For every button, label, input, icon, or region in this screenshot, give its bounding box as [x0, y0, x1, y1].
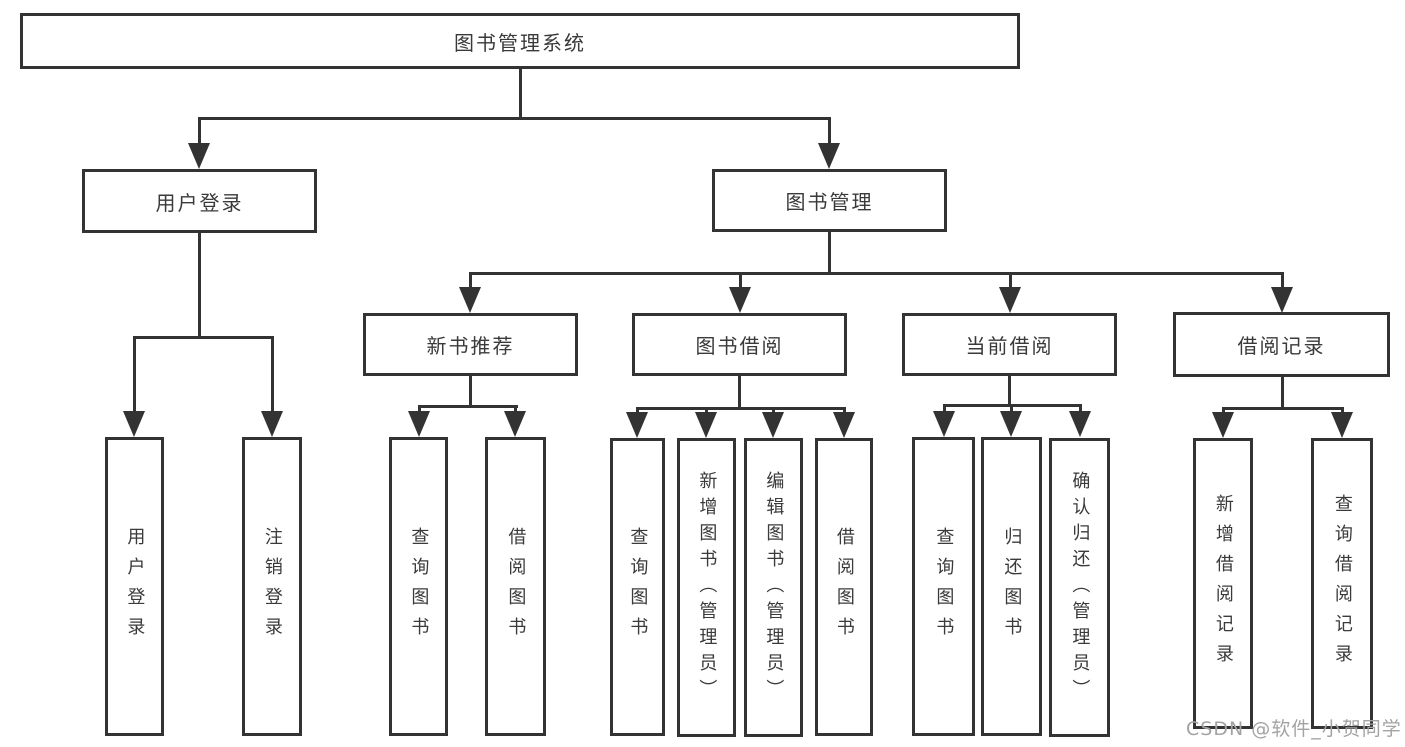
- connector-line: [738, 376, 741, 409]
- node-label: 借阅记录: [1237, 334, 1326, 358]
- connector-line: [514, 408, 517, 413]
- connector-line: [1079, 407, 1082, 413]
- leaf-logout: 注销登录: [242, 437, 302, 736]
- leaf-query-borrow-record: 查询借阅记录: [1311, 438, 1373, 729]
- connector-line: [1009, 275, 1012, 289]
- node-label: 新增借阅记录: [1212, 493, 1234, 674]
- node-label: 查询借阅记录: [1331, 493, 1353, 674]
- connector-line: [469, 376, 472, 407]
- arrow-down-icon: [459, 287, 481, 313]
- connector-line: [418, 408, 421, 413]
- connector-line: [198, 233, 201, 337]
- leaf-add-borrow-record: 新增借阅记录: [1193, 438, 1253, 729]
- node-label: 查询图书: [408, 526, 430, 647]
- arrow-down-icon: [1069, 411, 1091, 437]
- node-library-management-system: 图书管理系统: [20, 13, 1020, 69]
- leaf-query-books-borrow: 查询图书: [610, 438, 665, 736]
- arrow-down-icon: [999, 287, 1021, 313]
- connector-line: [828, 232, 831, 274]
- node-label: 图书管理系统: [454, 30, 586, 55]
- arrow-down-icon: [188, 143, 210, 169]
- leaf-return-book: 归还图书: [981, 437, 1042, 736]
- leaf-borrow-books-recommend: 借阅图书: [485, 437, 546, 736]
- node-label: 图书管理: [785, 190, 874, 214]
- connector-line: [133, 336, 274, 339]
- connector-line: [828, 120, 831, 145]
- connector-line: [1281, 275, 1284, 289]
- arrow-down-icon: [695, 412, 717, 438]
- node-label: 确认归还（管理员）: [1069, 470, 1091, 705]
- arrow-down-icon: [833, 412, 855, 438]
- arrow-down-icon: [123, 411, 145, 437]
- node-label: 当前借阅: [965, 334, 1054, 358]
- leaf-confirm-return-admin: 确认归还（管理员）: [1049, 438, 1110, 737]
- connector-line: [469, 275, 472, 289]
- connector-line: [271, 339, 274, 412]
- node-label: 注销登录: [261, 526, 283, 647]
- node-label: 借阅图书: [505, 526, 527, 647]
- connector-line: [1010, 407, 1013, 413]
- arrow-down-icon: [626, 412, 648, 438]
- connector-line: [636, 407, 846, 410]
- arrow-down-icon: [762, 412, 784, 438]
- connector-line: [943, 404, 1082, 407]
- arrow-down-icon: [818, 143, 840, 169]
- leaf-borrow-books-2: 借阅图书: [815, 438, 873, 736]
- node-book-borrow: 图书借阅: [632, 313, 847, 376]
- node-label: 新增图书（管理员）: [696, 470, 718, 705]
- node-label: 用户登录: [124, 526, 146, 647]
- connector-line: [133, 339, 136, 412]
- arrow-down-icon: [261, 411, 283, 437]
- node-borrow-records: 借阅记录: [1173, 312, 1390, 377]
- node-current-borrow: 当前借阅: [902, 313, 1117, 376]
- node-label: 新书推荐: [426, 334, 515, 358]
- node-user-login: 用户登录: [82, 169, 317, 233]
- node-new-book-recommend: 新书推荐: [363, 313, 578, 376]
- leaf-query-books-recommend: 查询图书: [389, 437, 448, 736]
- csdn-watermark: CSDN @软件_小贺同学: [1186, 718, 1402, 740]
- connector-line: [1222, 407, 1344, 410]
- connector-line: [1281, 377, 1284, 409]
- node-label: 编辑图书（管理员）: [763, 470, 785, 705]
- node-book-management: 图书管理: [712, 169, 947, 232]
- connector-line: [198, 117, 831, 120]
- node-label: 图书借阅: [695, 334, 784, 358]
- arrow-down-icon: [1000, 411, 1022, 437]
- connector-line: [418, 405, 518, 408]
- node-label: 查询图书: [627, 527, 649, 647]
- arrow-down-icon: [504, 411, 526, 437]
- connector-line: [1008, 376, 1011, 406]
- node-label: 用户登录: [155, 190, 244, 215]
- connector-line: [943, 407, 946, 413]
- arrow-down-icon: [408, 411, 430, 437]
- leaf-query-books-current: 查询图书: [912, 437, 975, 736]
- arrow-down-icon: [1271, 287, 1293, 313]
- leaf-edit-book-admin: 编辑图书（管理员）: [744, 438, 803, 737]
- leaf-add-book-admin: 新增图书（管理员）: [677, 438, 736, 737]
- leaf-user-login: 用户登录: [105, 437, 164, 736]
- connector-line: [469, 272, 1284, 275]
- connector-line: [519, 69, 522, 118]
- node-label: 查询图书: [933, 526, 955, 647]
- connector-line: [198, 120, 201, 145]
- arrow-down-icon: [933, 411, 955, 437]
- connector-line: [739, 275, 742, 289]
- node-label: 借阅图书: [833, 527, 855, 647]
- arrow-down-icon: [1331, 412, 1353, 438]
- arrow-down-icon: [1212, 412, 1234, 438]
- node-label: 归还图书: [1001, 526, 1023, 647]
- arrow-down-icon: [729, 287, 751, 313]
